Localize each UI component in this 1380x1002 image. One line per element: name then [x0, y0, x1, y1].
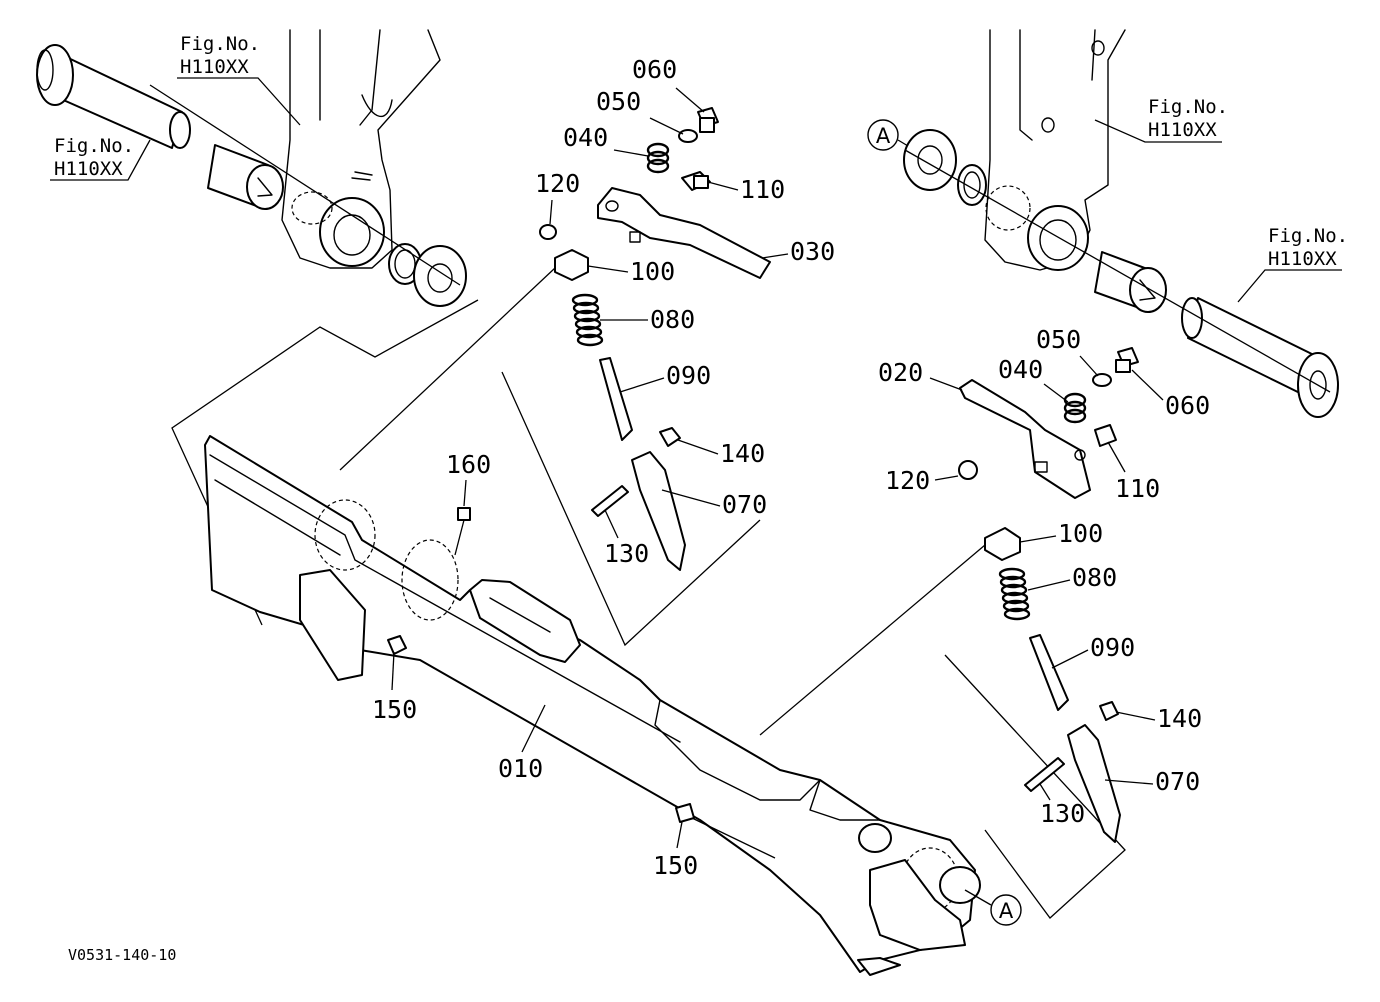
label-060-right: 060	[1165, 391, 1210, 420]
region-outlines	[171, 299, 1126, 919]
svg-text:A: A	[999, 899, 1014, 923]
grease-nipple-150a	[387, 635, 407, 655]
main-beam-010	[204, 435, 981, 976]
label-100-right: 100	[1058, 519, 1103, 548]
fig-title: Fig.No.	[1268, 225, 1348, 247]
right-lever-group	[759, 347, 1139, 843]
fig-ref-2: Fig.No. H110XX	[50, 135, 151, 181]
label-140-right: 140	[1157, 704, 1202, 733]
label-040-right: 040	[998, 355, 1043, 384]
label-090-left: 090	[666, 361, 711, 390]
fig-number: H110XX	[1268, 248, 1337, 270]
label-100-left: 100	[630, 257, 675, 286]
label-120-left: 120	[535, 169, 580, 198]
fig-title: Fig.No.	[180, 33, 260, 55]
label-110-left: 110	[740, 175, 785, 204]
label-050-left: 050	[596, 87, 641, 116]
label-110-right: 110	[1115, 474, 1160, 503]
label-050-right: 050	[1036, 325, 1081, 354]
spring-080-left	[571, 293, 604, 347]
fig-title: Fig.No.	[54, 135, 134, 157]
label-020: 020	[878, 358, 923, 387]
label-080-left: 080	[650, 305, 695, 334]
label-150-left: 150	[372, 695, 417, 724]
label-070-right: 070	[1155, 767, 1200, 796]
svg-text:A: A	[876, 124, 891, 148]
grease-nipple-150b	[675, 803, 695, 823]
fig-number: H110XX	[180, 56, 249, 78]
label-160: 160	[446, 450, 491, 479]
label-120-right: 120	[885, 466, 930, 495]
label-040-left: 040	[563, 123, 608, 152]
drawing-code: V0531-140-10	[68, 946, 176, 964]
part-labels: 060 050 040 120 110 030 100 080 090 140 …	[372, 55, 1210, 880]
label-130-left: 130	[604, 539, 649, 568]
spring-080-right	[998, 567, 1031, 621]
label-030: 030	[790, 237, 835, 266]
fig-number: H110XX	[1148, 119, 1217, 141]
label-130-right: 130	[1040, 799, 1085, 828]
label-010: 010	[498, 754, 543, 783]
label-070-left: 070	[722, 490, 767, 519]
label-090-right: 090	[1090, 633, 1135, 662]
fig-ref-4: Fig.No. H110XX	[1237, 225, 1348, 303]
label-140-left: 140	[720, 439, 765, 468]
left-lever-group	[339, 107, 771, 571]
label-060-left: 060	[632, 55, 677, 84]
left-arm-assembly	[36, 29, 467, 307]
label-150-right: 150	[653, 851, 698, 880]
fig-ref-1: Fig.No. H110XX	[177, 33, 301, 126]
marker-a-bottom: A	[964, 889, 1022, 926]
marker-a-top: A	[867, 119, 909, 151]
fig-number: H110XX	[54, 158, 123, 180]
bolt-160	[457, 507, 471, 521]
fig-ref-3: Fig.No. H110XX	[1094, 96, 1228, 143]
right-arm-assembly	[903, 29, 1339, 418]
label-080-right: 080	[1072, 563, 1117, 592]
fig-title: Fig.No.	[1148, 96, 1228, 118]
